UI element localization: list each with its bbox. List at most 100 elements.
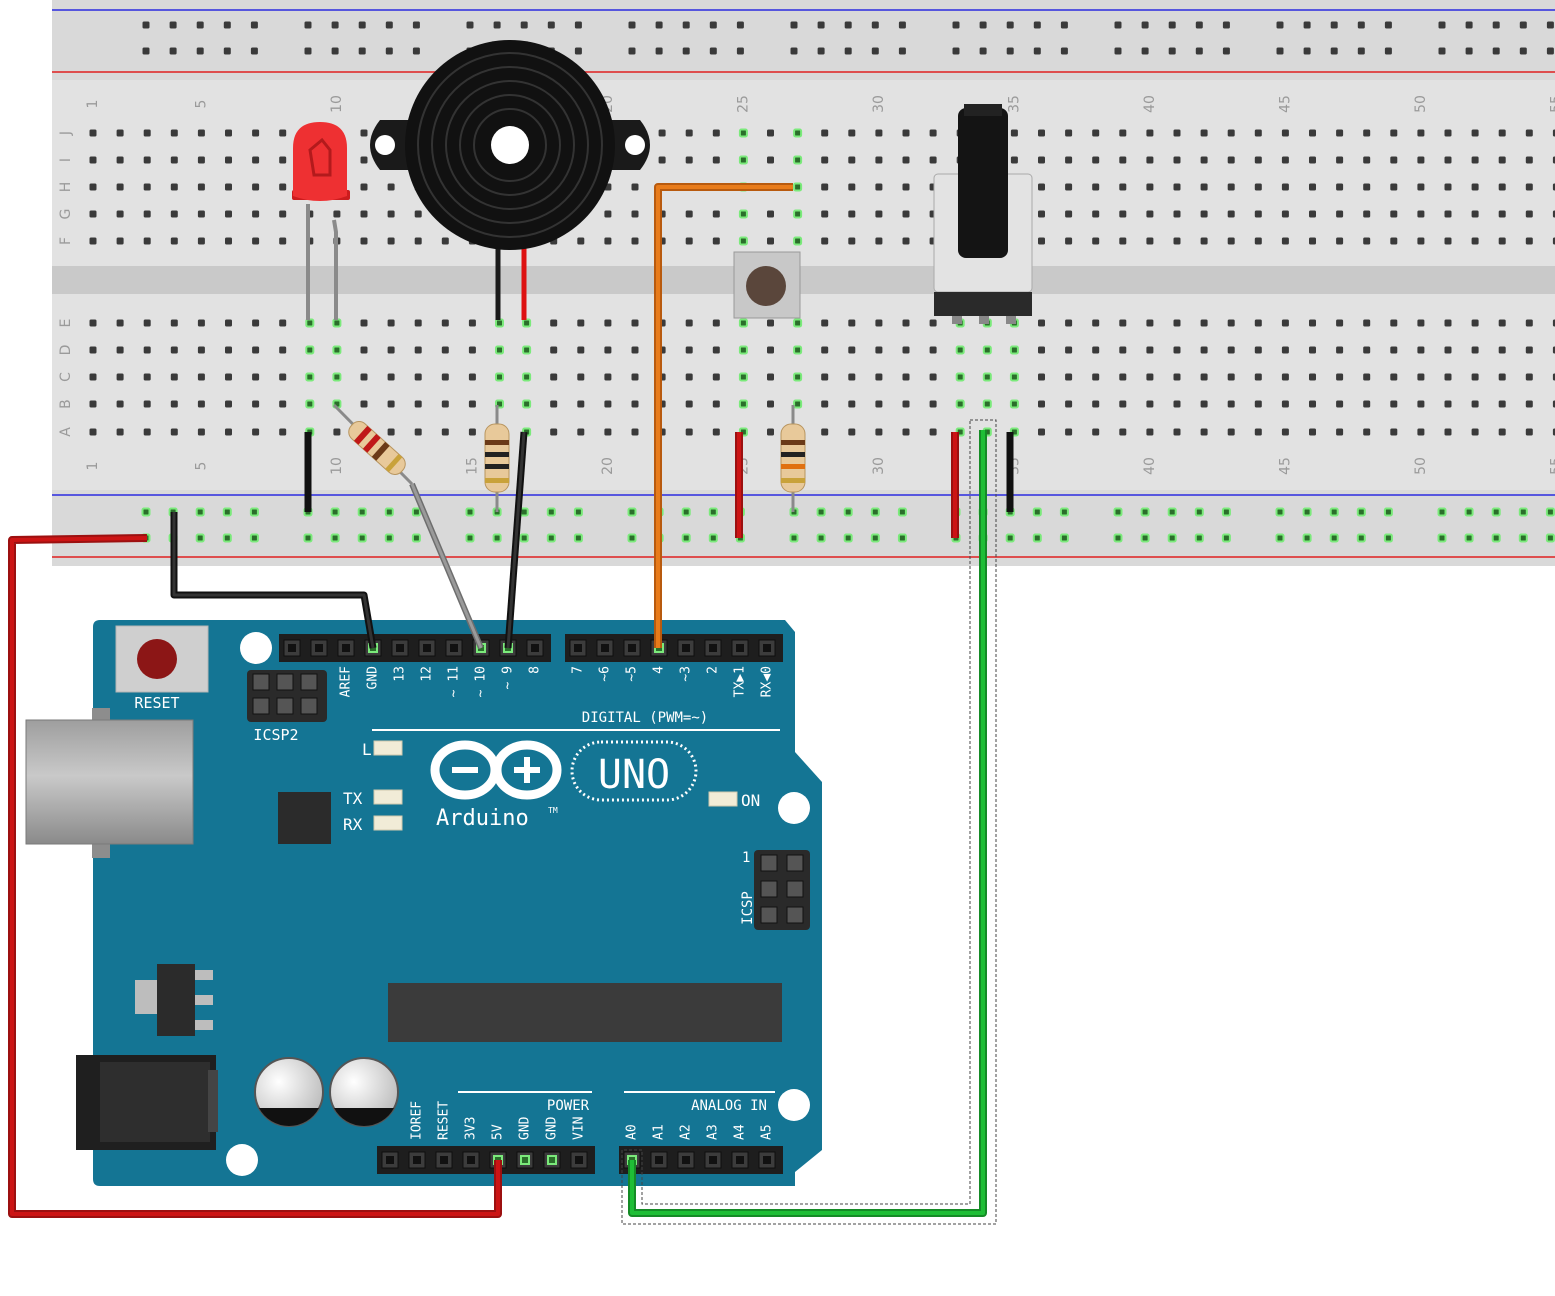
- breadboard-hole: [252, 237, 260, 245]
- breadboard-hole: [116, 129, 124, 137]
- breadboard-hole: [685, 156, 693, 164]
- breadboard-hole: [875, 183, 883, 191]
- breadboard-hole: [143, 210, 151, 218]
- rail-hole: [1113, 507, 1123, 517]
- rail-hole: [1167, 507, 1177, 517]
- header-pin[interactable]: [396, 644, 404, 652]
- rail-hole: [952, 47, 960, 55]
- breadboard-hole: [848, 428, 856, 436]
- breadboard-hole: [225, 373, 232, 381]
- header-pin[interactable]: [413, 1156, 421, 1164]
- breadboard-hole: [279, 319, 287, 327]
- led-on: [708, 791, 738, 807]
- breadboard-hole: [1444, 129, 1452, 137]
- breadboard-hole: [738, 345, 748, 355]
- rail-hole: [1518, 507, 1528, 517]
- rail-hole: [1465, 47, 1473, 55]
- header-pin[interactable]: [709, 644, 717, 652]
- breadboard-hole: [1363, 400, 1371, 408]
- header-pin[interactable]: [520, 1155, 530, 1165]
- header-pin[interactable]: [315, 644, 323, 652]
- led-rx: [373, 815, 403, 831]
- header-pin[interactable]: [342, 644, 350, 652]
- rail-hole: [1519, 21, 1527, 29]
- breadboard-hole: [1309, 428, 1316, 436]
- header-pin[interactable]: [574, 644, 582, 652]
- header-pin[interactable]: [440, 1156, 448, 1164]
- pin-label: 4: [652, 666, 667, 674]
- rail-hole: [1059, 507, 1069, 517]
- icsp2-pin: [252, 697, 270, 715]
- icsp-pin1-label: 1: [742, 850, 750, 866]
- breadboard-hole: [414, 373, 422, 381]
- breadboard-hole: [821, 210, 829, 218]
- wire-a0-selection: [621, 419, 997, 1225]
- pin-label: VIN: [572, 1117, 587, 1140]
- column-number: 20: [600, 457, 616, 475]
- breadboard-hole: [1336, 319, 1344, 327]
- header-pin[interactable]: [601, 644, 609, 652]
- header-pin[interactable]: [531, 644, 539, 652]
- breadboard-hole: [332, 318, 342, 328]
- breadboard-hole: [387, 373, 395, 381]
- logo-trademark: TM: [548, 806, 558, 815]
- breadboard-hole: [902, 156, 910, 164]
- breadboard-hole: [1417, 129, 1425, 137]
- header-pin[interactable]: [763, 1156, 771, 1164]
- reset-button[interactable]: [115, 625, 209, 693]
- breadboard-hole: [902, 373, 910, 381]
- header-pin[interactable]: [682, 1156, 690, 1164]
- rail-hole: [384, 533, 394, 543]
- header-pin[interactable]: [736, 644, 744, 652]
- rail-hole: [169, 21, 177, 29]
- header-pin[interactable]: [709, 1156, 717, 1164]
- rail-hole: [681, 533, 691, 543]
- header-pin[interactable]: [450, 644, 458, 652]
- header-pin[interactable]: [467, 1156, 475, 1164]
- breadboard-hole: [1309, 319, 1316, 327]
- breadboard-hole: [1363, 183, 1371, 191]
- breadboard-hole: [1498, 428, 1506, 436]
- header-pin[interactable]: [763, 644, 771, 652]
- breadboard-hole: [1227, 400, 1235, 408]
- header-pin[interactable]: [655, 1156, 663, 1164]
- breadboard-hole: [1281, 129, 1289, 137]
- breadboard-hole: [522, 345, 532, 355]
- breadboard-hole: [1444, 346, 1452, 354]
- breadboard-hole: [848, 183, 856, 191]
- rail-hole: [412, 21, 420, 29]
- header-pin[interactable]: [682, 644, 690, 652]
- led-l-label: L: [362, 740, 372, 759]
- header-pin[interactable]: [575, 1156, 583, 1164]
- header-pin[interactable]: [736, 1156, 744, 1164]
- row-letter: C: [58, 372, 74, 382]
- rail-hole: [897, 533, 907, 543]
- breadboard-hole: [441, 400, 449, 408]
- rail-hole: [870, 507, 880, 517]
- header-pin[interactable]: [288, 644, 296, 652]
- breadboard-hole: [305, 372, 315, 382]
- header-pin[interactable]: [423, 644, 431, 652]
- breadboard-hole: [1417, 183, 1425, 191]
- breadboard-hole: [1336, 129, 1344, 137]
- breadboard-hole: [170, 346, 178, 354]
- dc-power-jack: [76, 1055, 218, 1150]
- pin-label: A3: [706, 1124, 721, 1140]
- rail-hole: [142, 21, 150, 29]
- breadboard-hole: [1498, 210, 1506, 218]
- breadboard-hole: [1038, 319, 1045, 327]
- header-pin[interactable]: [547, 1155, 557, 1165]
- rail-hole: [628, 47, 636, 55]
- rail-hole: [222, 533, 232, 543]
- pin-label: AREF: [339, 666, 354, 697]
- pin-label: GND: [545, 1116, 560, 1140]
- breadboard-hole: [1336, 156, 1344, 164]
- header-pin[interactable]: [386, 1156, 394, 1164]
- breadboard-hole: [1363, 156, 1371, 164]
- breadboard-hole: [875, 129, 883, 137]
- breadboard-hole: [1092, 319, 1100, 327]
- header-pin[interactable]: [628, 644, 636, 652]
- breadboard-hole: [821, 129, 829, 137]
- breadboard-hole: [821, 237, 829, 245]
- rail-hole: [142, 47, 150, 55]
